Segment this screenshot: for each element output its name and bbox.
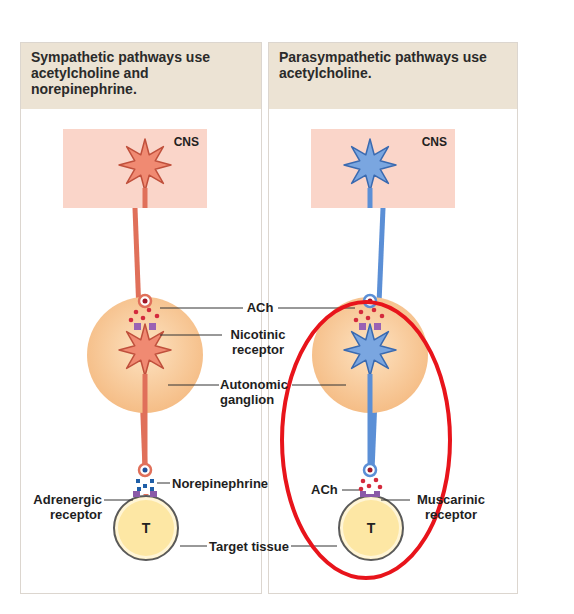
callout-label: ACh bbox=[244, 300, 276, 315]
cns-label: CNS bbox=[174, 135, 199, 149]
callout-label: Target tissue bbox=[209, 539, 289, 554]
callout-label: ACh bbox=[311, 482, 338, 497]
target-label: T bbox=[142, 520, 151, 536]
panel-heading: Parasympathetic pathways use acetylcholi… bbox=[269, 43, 517, 109]
target-label: T bbox=[367, 520, 376, 536]
target-tissue-circle: T bbox=[113, 495, 179, 561]
callout-label: Muscarinic receptor bbox=[411, 492, 491, 522]
callout-label: Adrenergic receptor bbox=[18, 492, 102, 522]
callout-label: Norepinephrine bbox=[172, 476, 268, 491]
cns-box: CNS bbox=[311, 129, 455, 208]
cns-label: CNS bbox=[422, 135, 447, 149]
cns-box: CNS bbox=[63, 129, 207, 208]
callout-label: Autonomic ganglion bbox=[220, 377, 300, 407]
target-tissue-circle: T bbox=[338, 495, 404, 561]
pathway-panel: Parasympathetic pathways use acetylcholi… bbox=[268, 42, 518, 594]
panel-heading: Sympathetic pathways use acetylcholine a… bbox=[21, 43, 261, 109]
callout-label: Nicotinic receptor bbox=[222, 327, 294, 357]
